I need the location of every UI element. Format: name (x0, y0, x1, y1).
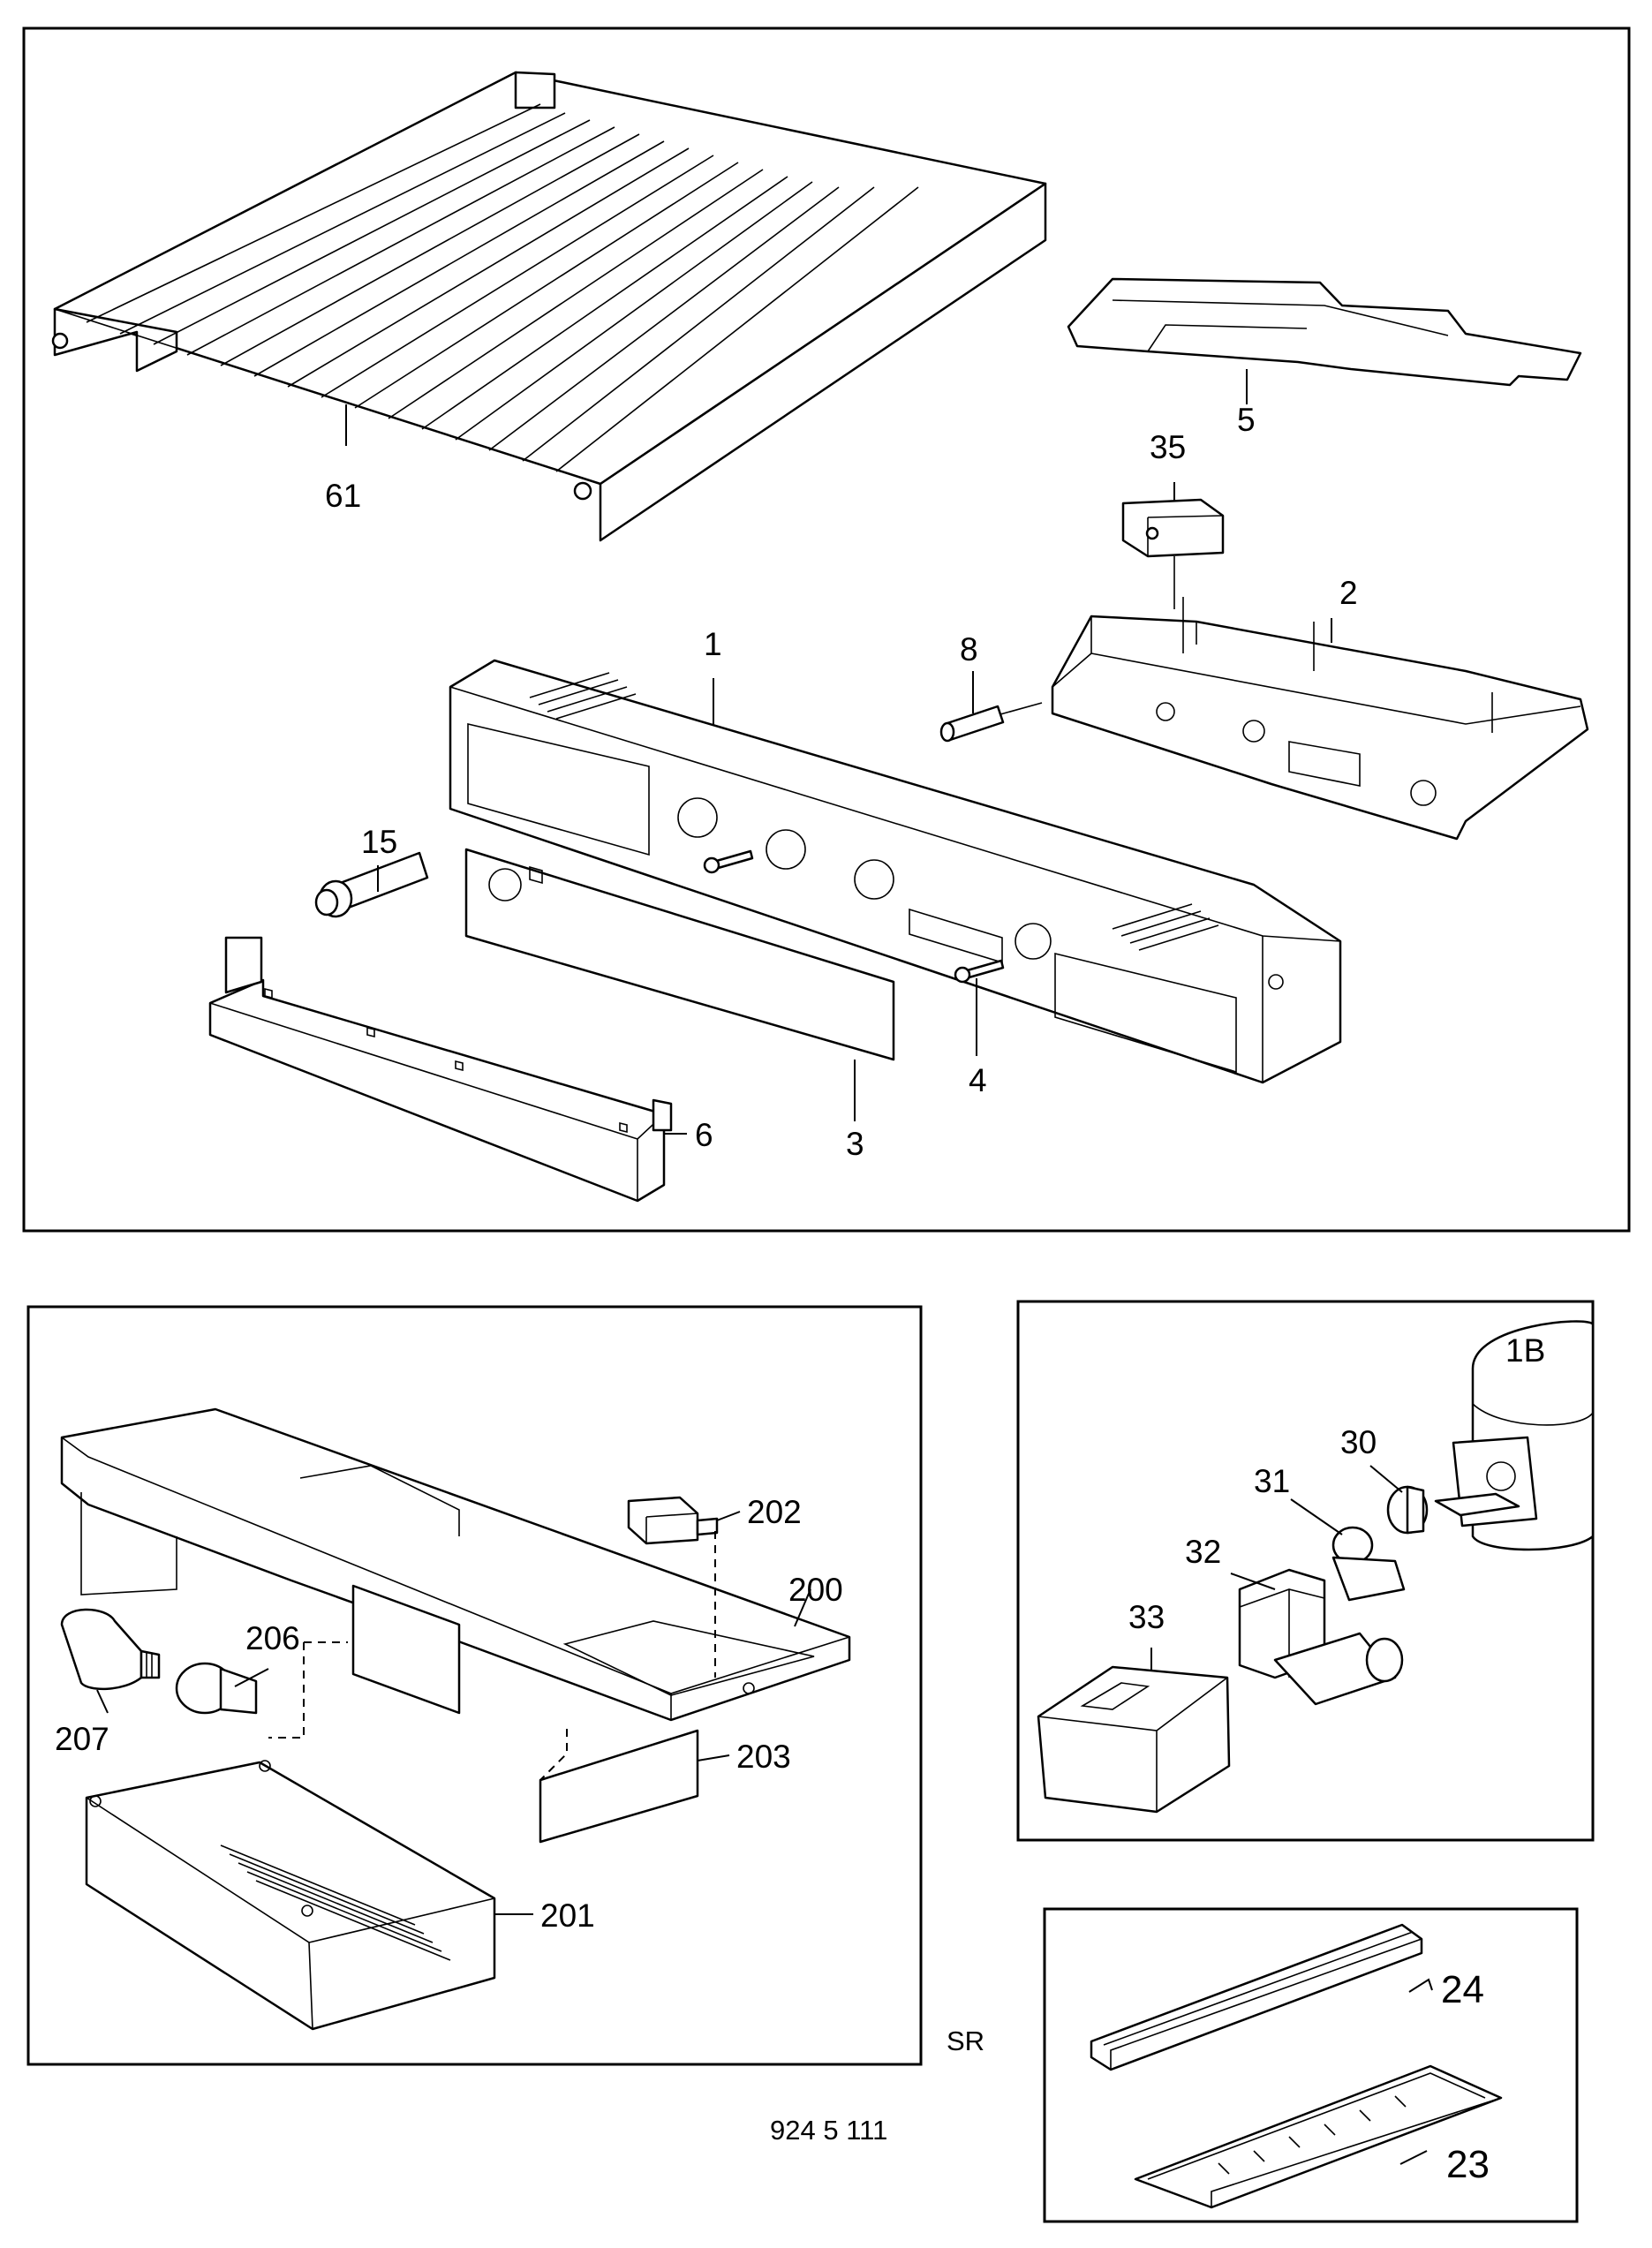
label-part-33: 33 (1128, 1599, 1165, 1635)
label-part-6: 6 (695, 1117, 713, 1153)
label-part-2: 2 (1339, 575, 1358, 611)
panel-lamp-housing (26, 1305, 923, 2066)
part-labels: 61 5 35 2 1 8 15 4 3 6 202 200 206 207 2… (55, 402, 1545, 2186)
lens-part-203 (539, 1729, 699, 1844)
drawing-number: 924 5 111 (770, 2115, 887, 2146)
cover-plate-part-5 (1067, 277, 1582, 387)
component-part-202 (627, 1496, 719, 1545)
cylinder-part-8 (939, 702, 1043, 743)
relay-part-32 (1238, 1568, 1404, 1706)
label-part-5: 5 (1237, 402, 1256, 438)
label-part-203: 203 (736, 1739, 791, 1775)
relay-cover-part-33 (1037, 1665, 1231, 1814)
bracket-part-6 (208, 936, 673, 1203)
socket-part-206 (175, 1662, 258, 1715)
sr-note: SR (947, 2025, 984, 2056)
label-part-4: 4 (969, 1062, 987, 1098)
label-part-30: 30 (1340, 1424, 1377, 1460)
label-part-24: 24 (1441, 1968, 1484, 2011)
control-panel-part-1 (449, 659, 1342, 1084)
leaders-main (345, 369, 1332, 1135)
tray-housing-part-200 (60, 1407, 851, 1722)
label-part-201: 201 (540, 1897, 595, 1934)
panel-compressor-relay (1016, 1300, 1595, 1842)
switch-part-35 (1121, 498, 1225, 609)
label-part-61: 61 (325, 478, 361, 514)
plug-part-30 (1386, 1485, 1429, 1535)
label-part-207: 207 (55, 1721, 109, 1757)
label-part-1B: 1B (1505, 1332, 1545, 1369)
label-part-32: 32 (1185, 1534, 1221, 1570)
label-part-8: 8 (960, 631, 978, 668)
panel-rails (1043, 1907, 1579, 2223)
compressor-part-1B (1434, 1320, 1595, 1551)
label-part-206: 206 (245, 1620, 300, 1656)
face-plate-part-3 (464, 848, 895, 1061)
label-part-35: 35 (1150, 429, 1186, 465)
panel-main-assembly (22, 26, 1631, 1233)
label-part-202: 202 (747, 1494, 802, 1530)
shelf-part-61 (51, 71, 1047, 542)
lamp-cover-part-201 (85, 1760, 496, 2031)
screw-part-4 (703, 849, 1005, 984)
clip-part-31 (1331, 1526, 1406, 1602)
label-part-15: 15 (361, 824, 397, 860)
label-part-23: 23 (1446, 2143, 1490, 2186)
label-part-31: 31 (1254, 1463, 1290, 1499)
housing-frame-part-2 (1051, 597, 1589, 841)
label-part-3: 3 (846, 1126, 864, 1162)
knob-part-15 (314, 851, 429, 918)
rail-part-24 (1090, 1923, 1423, 2071)
rail-part-23 (1134, 2064, 1503, 2209)
label-part-1: 1 (704, 626, 722, 662)
label-part-200: 200 (788, 1572, 843, 1608)
bulb-part-207 (60, 1608, 161, 1691)
